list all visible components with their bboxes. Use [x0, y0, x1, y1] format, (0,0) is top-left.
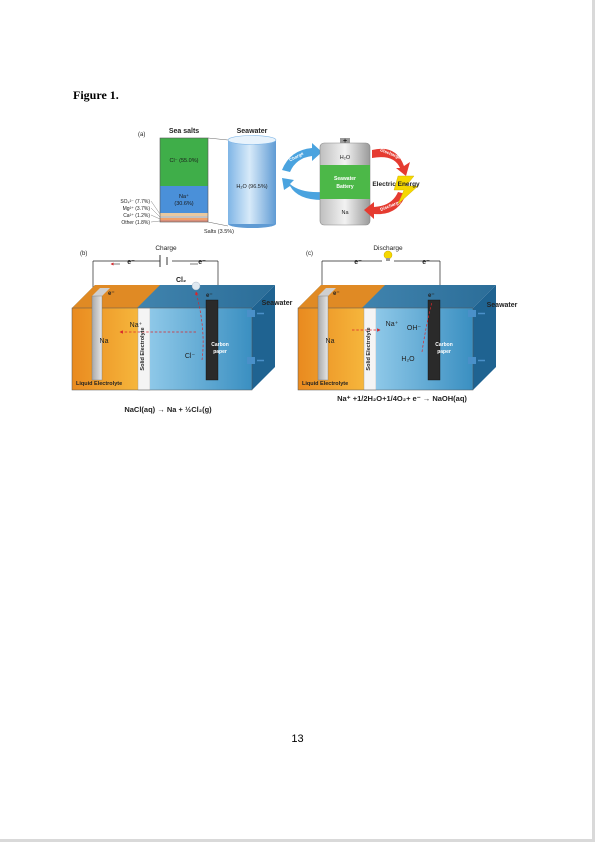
- panel-b-na-label: Na: [100, 338, 109, 345]
- page-edge-bottom: [0, 839, 595, 842]
- panel-c-na-label: Na: [326, 338, 335, 345]
- panel-c: (c) Discharge e⁻ e⁻ Na Carbon paper e⁻ e…: [297, 245, 518, 403]
- battery-bottom-label: Na: [341, 210, 349, 216]
- panel-c-e-inner-left: e⁻: [333, 291, 340, 297]
- salt-column-frame: [159, 137, 209, 223]
- panel-b-e-right: e⁻: [198, 259, 206, 266]
- panel-c-seawater-label: Seawater: [487, 302, 518, 309]
- panel-c-cell-side: [473, 285, 496, 390]
- seawater-title: Seawater: [237, 128, 268, 135]
- cl-label: Cl⁻ (55.0%): [170, 158, 199, 164]
- panel-c-h2o: H₂O: [401, 356, 415, 363]
- panel-c-inlet-icon: [468, 310, 476, 317]
- panel-b-liquid-electrolyte: [72, 308, 138, 390]
- charge-arrow-bottom: [282, 178, 322, 200]
- panel-c-outlet-icon: [468, 357, 476, 364]
- panel-c-carbon-paper: [427, 299, 441, 381]
- salts-label: Salts (3.5%): [204, 229, 234, 235]
- panel-b-cell-side: [252, 285, 275, 390]
- panel-b-outlet-icon: [247, 357, 255, 364]
- light-bulb-icon: [383, 250, 393, 261]
- discharge-arrow-top: [372, 148, 410, 176]
- lightning-bolt-icon: [393, 175, 419, 205]
- charge-arrow-top: [282, 143, 322, 172]
- mg-segment: [160, 216, 208, 218]
- panel-b-carbon-paper: [205, 299, 219, 381]
- panel-c-e-inner-right: e⁻: [428, 293, 435, 299]
- ca-label: Ca²⁺ (1.2%): [123, 213, 150, 219]
- panel-c-carbon-2: paper: [437, 349, 451, 355]
- discharge-arrow-bottom: [364, 192, 406, 219]
- panel-b-seawater-chamber: [150, 308, 252, 390]
- panel-b-liquid-electrolyte-label: Liquid Electrolyte: [76, 381, 122, 387]
- panel-b-cl-arrow: [195, 291, 204, 361]
- panel-b-bubble: [191, 281, 201, 291]
- panel-c-oh-ion: OH⁻: [407, 325, 422, 332]
- h2o-label: H₂O (96.5%): [236, 184, 267, 190]
- charge-arrow-label: Charge: [288, 151, 304, 163]
- panel-b-cl-ion: Cl⁻: [185, 353, 196, 360]
- salt-leader-lines: [150, 200, 161, 223]
- so4-segment: [160, 213, 208, 216]
- battery-mid-1: Seawater: [334, 176, 356, 182]
- panel-b-na-ion: Na⁺: [130, 322, 143, 329]
- other-label: Other (1.8%): [121, 220, 150, 226]
- panel-b-e-inner-right: e⁻: [206, 293, 213, 299]
- panel-c-liquid-electrolyte: [298, 308, 364, 390]
- salts-bracket: [207, 137, 229, 227]
- mg-label: Mg²⁺ (3.7%): [123, 206, 151, 212]
- panel-c-equation: Na⁺ +1/2H₂O+1/4O₂+ e⁻ → NaOH(aq): [337, 394, 467, 403]
- panel-c-mode: Discharge: [373, 245, 403, 252]
- power-source-icon: [159, 255, 168, 267]
- panel-c-na-ion: Na⁺: [386, 321, 399, 328]
- panel-b-e-inner-left: e⁻: [108, 291, 115, 297]
- page-number: 13: [291, 733, 304, 745]
- panel-b-solid-electrolyte-label: Solid Electrolyte: [140, 327, 146, 370]
- panel-c-oh-arrow: [421, 301, 433, 353]
- panel-b-carbon-2: paper: [213, 349, 227, 355]
- panel-c-na-electrode: [317, 295, 329, 381]
- panel-c-e-right: e⁻: [422, 259, 430, 266]
- panel-c-tag: (c): [306, 251, 313, 257]
- panel-b-inlet-icon: [247, 310, 255, 317]
- na-label-1: Na⁺: [179, 193, 189, 200]
- panel-a-tag: (a): [138, 132, 145, 138]
- electric-energy-label: Electric Energy: [372, 181, 420, 188]
- panel-b-na-electrode: [91, 295, 103, 381]
- battery-top-label: H₂O: [340, 155, 351, 161]
- battery-mid-2: Battery: [336, 184, 353, 190]
- panel-c-wire: [321, 260, 441, 296]
- cl-segment: [160, 138, 208, 186]
- seawater-cylinder: [228, 140, 276, 224]
- panel-b-equation: NaCl(aq) → Na + ½Cl₂(g): [124, 405, 212, 414]
- battery-green-band: [320, 165, 370, 199]
- battery-terminal: [340, 138, 350, 143]
- panel-c-seawater-chamber: [376, 308, 473, 390]
- panel-b-seawater-label: Seawater: [262, 300, 293, 307]
- panel-a: (a) Sea salts Seawater Cl⁻ (55.0%) Na⁺ (…: [120, 128, 420, 235]
- na-label-2: (30.6%): [174, 201, 193, 207]
- other-segment: [160, 220, 208, 222]
- battery-plus: +: [343, 138, 347, 145]
- panel-b-tag: (b): [80, 251, 87, 257]
- na-segment: [160, 186, 208, 213]
- so4-label: SO₄²⁻ (7.7%): [120, 199, 150, 205]
- panel-b-carbon-1: Carbon: [211, 342, 229, 348]
- panel-b-cl2: Cl₂: [176, 277, 186, 284]
- figure-label: Figure 1.: [73, 88, 119, 102]
- panel-c-carbon-1: Carbon: [435, 342, 453, 348]
- panel-c-solid-electrolyte-label: Solid Electrolyte: [366, 327, 372, 370]
- panel-c-liquid-electrolyte-label: Liquid Electrolyte: [302, 381, 348, 387]
- ca-segment: [160, 218, 208, 220]
- panel-b: (b) Charge e⁻ e⁻ Na Carbon pap: [71, 245, 293, 414]
- cylinder-top: [227, 135, 277, 145]
- panel-c-e-left: e⁻: [354, 259, 362, 266]
- sea-salts-title: Sea salts: [169, 128, 199, 135]
- panel-b-mode: Charge: [155, 245, 177, 252]
- panel-b-e-left: e⁻: [127, 259, 135, 266]
- page-edge-right: [592, 0, 595, 842]
